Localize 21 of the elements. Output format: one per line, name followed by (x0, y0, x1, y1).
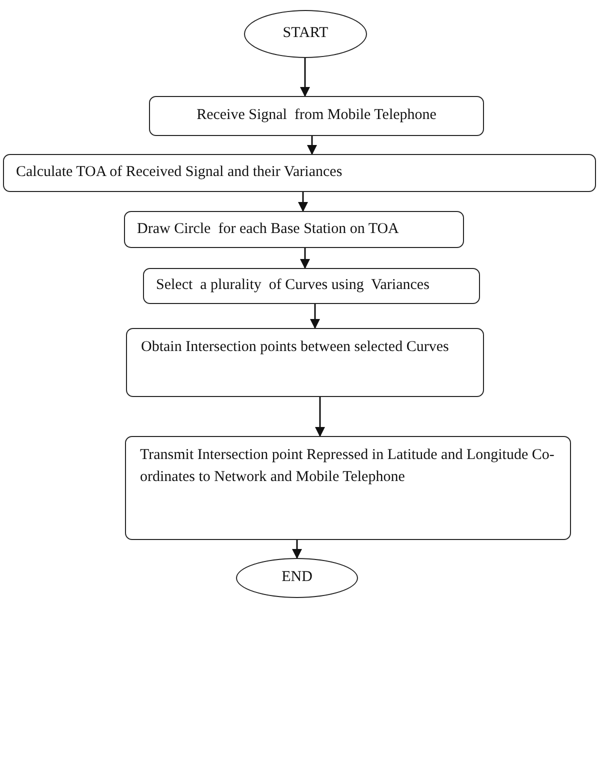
node-text: Select a plurality of Curves using Variances (156, 276, 430, 296)
arrow (300, 58, 310, 97)
node-text: END (282, 568, 312, 588)
process-box (149, 96, 484, 136)
process-box (126, 328, 484, 397)
process-box (143, 268, 480, 304)
node-text: START (282, 24, 328, 44)
node-text: Obtain Intersection points between selected Curves (141, 338, 449, 357)
arrow (298, 192, 308, 212)
node-text: Receive Signal from Mobile Telephone (196, 106, 436, 126)
process-box (124, 211, 464, 248)
node-text: Calculate TOA of Received Signal and their Variances (16, 163, 342, 182)
arrow (315, 397, 325, 437)
arrow (292, 540, 302, 559)
arrow (310, 304, 320, 329)
arrow (300, 248, 310, 269)
process-box (125, 436, 571, 540)
node-text: Draw Circle for each Base Station on TOA (137, 220, 399, 239)
arrow (307, 136, 317, 155)
process-box (3, 154, 596, 192)
node-text: Transmit Intersection point Repressed in Latitude and Longitude Co-ordinates to Network and Mobile Telephone (140, 446, 556, 487)
